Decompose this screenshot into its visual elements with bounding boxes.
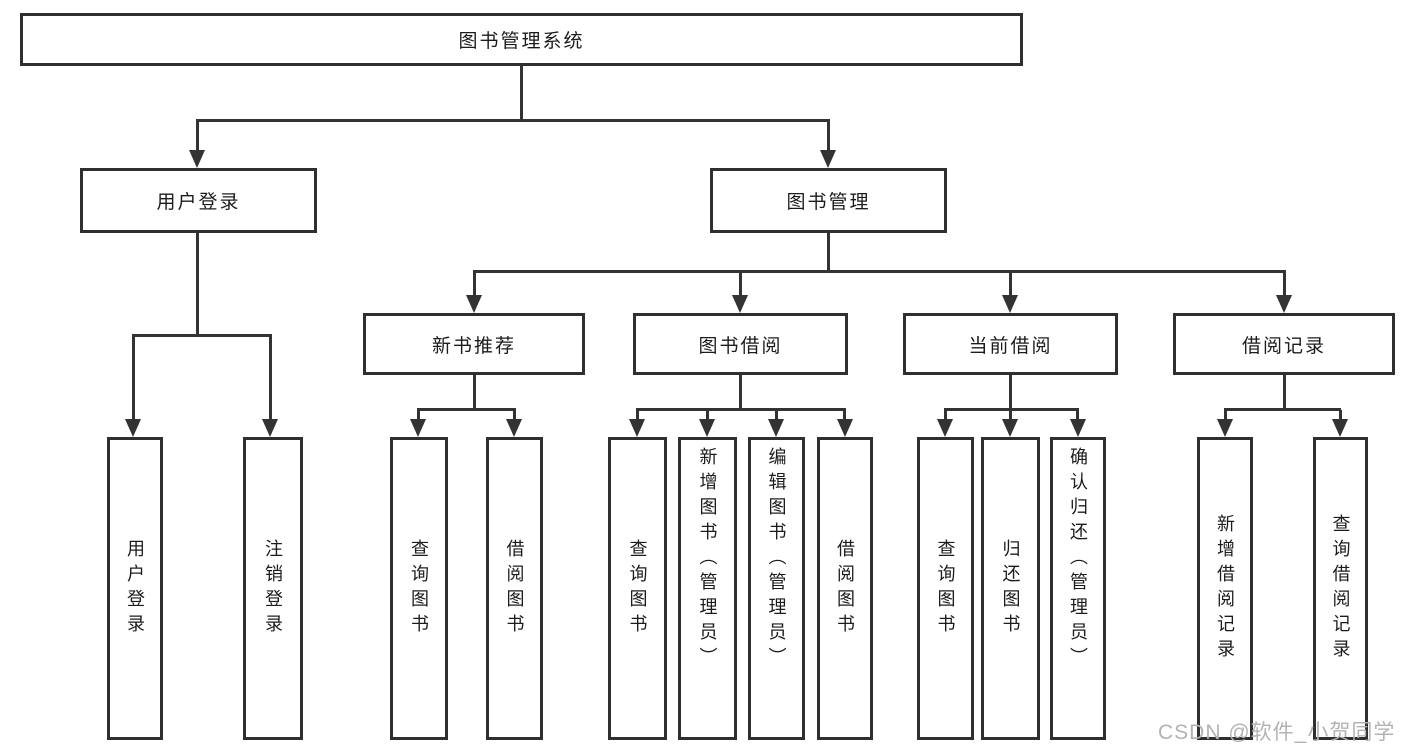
node-book-mgmt-box: 图书管理 bbox=[710, 168, 947, 233]
node-current-borrow-label: 当前借阅 bbox=[968, 335, 1053, 357]
connector bbox=[706, 410, 709, 421]
leaf-cur-query-books-label: 查询图书 bbox=[935, 538, 956, 639]
arrow-down-icon bbox=[1217, 419, 1233, 437]
leaf-rec-query-books: 查询图书 bbox=[390, 437, 448, 740]
node-user-login-box: 用户登录 bbox=[80, 168, 317, 233]
node-borrow-records-label: 借阅记录 bbox=[1241, 335, 1326, 357]
leaf-user-login-label: 用户登录 bbox=[125, 538, 145, 639]
connector bbox=[827, 119, 830, 152]
connector bbox=[636, 410, 639, 421]
connector bbox=[775, 410, 778, 421]
leaf-borrow-add-books-label: 新增图书（管理员） bbox=[697, 447, 718, 672]
connector bbox=[636, 408, 846, 411]
connector bbox=[473, 375, 476, 410]
arrow-down-icon bbox=[1070, 419, 1086, 437]
arrow-down-icon bbox=[1002, 419, 1018, 437]
arrow-down-icon bbox=[768, 419, 784, 437]
connector bbox=[1009, 410, 1012, 421]
connector bbox=[843, 410, 846, 421]
leaf-rec-borrow-books: 借阅图书 bbox=[486, 437, 543, 740]
connector bbox=[269, 336, 272, 420]
watermark: CSDN @软件_小贺同学 bbox=[1158, 721, 1396, 744]
connector bbox=[473, 270, 1286, 273]
arrow-down-icon bbox=[629, 419, 645, 437]
arrow-down-icon bbox=[937, 419, 953, 437]
node-new-book-rec-label: 新书推荐 bbox=[431, 335, 516, 357]
leaf-borrow-borrow-books-label: 借阅图书 bbox=[835, 538, 855, 639]
leaf-borrow-borrow-books: 借阅图书 bbox=[817, 437, 873, 740]
arrow-down-icon bbox=[820, 150, 836, 168]
arrow-down-icon bbox=[125, 419, 141, 437]
connector bbox=[827, 233, 830, 272]
leaf-rec-borrow-books-label: 借阅图书 bbox=[504, 538, 525, 639]
arrow-down-icon bbox=[466, 295, 482, 313]
connector bbox=[473, 272, 476, 297]
node-root-box: 图书管理系统 bbox=[20, 13, 1023, 66]
connector bbox=[132, 334, 272, 337]
connector bbox=[1009, 272, 1012, 297]
leaf-user-logout-label: 注销登录 bbox=[263, 538, 283, 639]
connector bbox=[513, 410, 516, 421]
connector bbox=[417, 408, 516, 411]
connector bbox=[520, 66, 523, 121]
leaf-borrow-query-books: 查询图书 bbox=[608, 437, 667, 740]
arrow-down-icon bbox=[732, 295, 748, 313]
leaf-cur-return-books-label: 归还图书 bbox=[1000, 538, 1021, 639]
arrow-down-icon bbox=[1332, 419, 1348, 437]
node-user-login-label: 用户登录 bbox=[156, 192, 241, 213]
leaf-cur-query-books: 查询图书 bbox=[917, 437, 974, 740]
leaf-records-add: 新增借阅记录 bbox=[1197, 437, 1253, 740]
leaf-records-add-label: 新增借阅记录 bbox=[1215, 513, 1235, 664]
arrow-down-icon bbox=[506, 419, 522, 437]
leaf-borrow-add-books: 新增图书（管理员） bbox=[678, 437, 737, 740]
leaf-cur-confirm-return-label: 确认归还（管理员） bbox=[1068, 447, 1088, 672]
leaf-cur-return-books: 归还图书 bbox=[981, 437, 1040, 740]
connector bbox=[1076, 410, 1079, 421]
connector bbox=[196, 119, 830, 122]
connector bbox=[1009, 375, 1012, 410]
leaf-borrow-query-books-label: 查询图书 bbox=[627, 538, 648, 639]
leaf-rec-query-books-label: 查询图书 bbox=[409, 538, 429, 639]
leaf-records-query: 查询借阅记录 bbox=[1313, 437, 1368, 740]
arrow-down-icon bbox=[262, 419, 278, 437]
leaf-records-query-label: 查询借阅记录 bbox=[1330, 513, 1351, 664]
arrow-down-icon bbox=[1276, 295, 1292, 313]
arrow-down-icon bbox=[699, 419, 715, 437]
connector bbox=[132, 336, 135, 420]
connector bbox=[1283, 272, 1286, 297]
leaf-borrow-edit-books-label: 编辑图书（管理员） bbox=[766, 447, 787, 672]
leaf-borrow-edit-books: 编辑图书（管理员） bbox=[748, 437, 805, 740]
connector bbox=[196, 233, 199, 336]
leaf-cur-confirm-return: 确认归还（管理员） bbox=[1050, 437, 1106, 740]
node-current-borrow-box: 当前借阅 bbox=[903, 313, 1118, 375]
connector bbox=[944, 408, 1079, 411]
node-borrow-records-box: 借阅记录 bbox=[1173, 313, 1395, 375]
connector bbox=[739, 272, 742, 297]
arrow-down-icon bbox=[410, 419, 426, 437]
connector bbox=[1224, 410, 1227, 421]
leaf-user-logout: 注销登录 bbox=[243, 437, 303, 740]
arrow-down-icon bbox=[1002, 295, 1018, 313]
node-book-borrow-label: 图书借阅 bbox=[698, 335, 783, 357]
node-book-mgmt-label: 图书管理 bbox=[786, 192, 871, 213]
connector bbox=[1339, 410, 1342, 421]
node-root-label: 图书管理系统 bbox=[458, 31, 585, 52]
connector bbox=[739, 375, 742, 410]
connector bbox=[417, 410, 420, 421]
connector bbox=[196, 119, 199, 152]
leaf-user-login: 用户登录 bbox=[107, 437, 163, 740]
arrow-down-icon bbox=[837, 419, 853, 437]
connector bbox=[1224, 408, 1341, 411]
node-new-book-rec-box: 新书推荐 bbox=[363, 313, 585, 375]
connector bbox=[944, 410, 947, 421]
arrow-down-icon bbox=[189, 150, 205, 168]
node-book-borrow-box: 图书借阅 bbox=[633, 313, 848, 375]
connector bbox=[1283, 375, 1286, 410]
